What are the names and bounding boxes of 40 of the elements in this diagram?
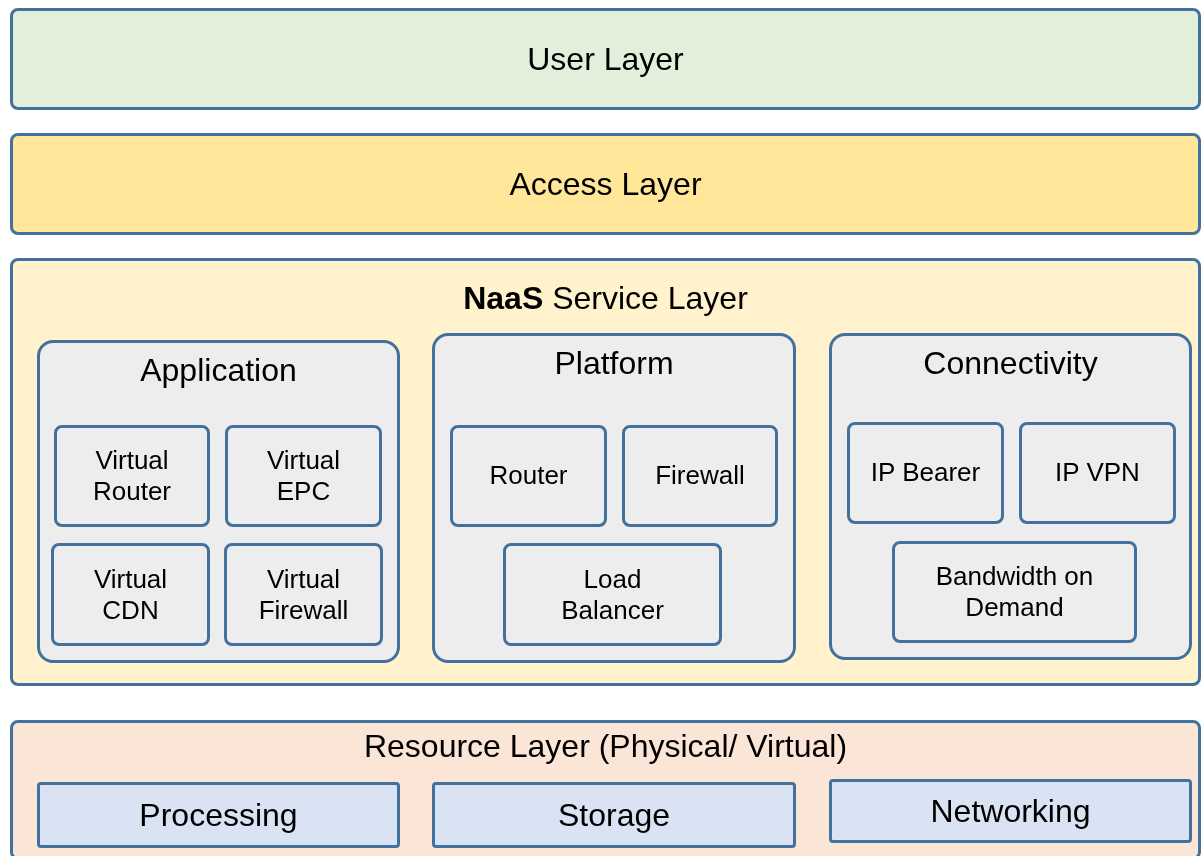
resource-box bbox=[432, 782, 796, 848]
service-box bbox=[54, 425, 210, 527]
group-panel bbox=[829, 333, 1192, 660]
heading: Connectivity bbox=[922, 344, 1099, 383]
label: Virtual Firewall bbox=[257, 563, 350, 626]
label: Router bbox=[488, 460, 569, 492]
label: IP VPN bbox=[1054, 457, 1141, 489]
resource-box bbox=[37, 782, 400, 848]
label: Load Balancer bbox=[560, 563, 665, 626]
service-box bbox=[51, 543, 210, 646]
layer-band bbox=[10, 720, 1201, 856]
label: Networking bbox=[929, 791, 1092, 831]
group-panel bbox=[37, 340, 400, 663]
layer-band bbox=[10, 133, 1201, 235]
label: Access Layer bbox=[508, 164, 703, 204]
label: Storage bbox=[556, 795, 672, 835]
service-box bbox=[622, 425, 778, 527]
service-box bbox=[847, 422, 1004, 524]
service-box bbox=[892, 541, 1137, 643]
service-box bbox=[1019, 422, 1176, 524]
label: IP Bearer bbox=[869, 457, 982, 489]
resource-box bbox=[829, 779, 1192, 843]
heading: Platform bbox=[553, 344, 675, 383]
layer-band bbox=[10, 258, 1201, 686]
label: Virtual CDN bbox=[92, 563, 169, 626]
layer-band bbox=[10, 8, 1201, 110]
label: Processing bbox=[138, 795, 299, 835]
group-panel bbox=[432, 333, 796, 663]
label: User Layer bbox=[526, 39, 685, 79]
service-box bbox=[450, 425, 607, 527]
label: Virtual EPC bbox=[265, 444, 342, 508]
service-box bbox=[225, 425, 382, 527]
heading: Application bbox=[139, 351, 298, 390]
label: Firewall bbox=[654, 460, 746, 492]
service-box bbox=[224, 543, 383, 646]
label: Virtual Router bbox=[91, 444, 172, 508]
heading: NaaS Service Layer bbox=[462, 279, 749, 318]
service-box bbox=[503, 543, 722, 646]
heading: Resource Layer (Physical/ Virtual) bbox=[362, 727, 849, 766]
label: Bandwidth on Demand bbox=[934, 560, 1095, 624]
